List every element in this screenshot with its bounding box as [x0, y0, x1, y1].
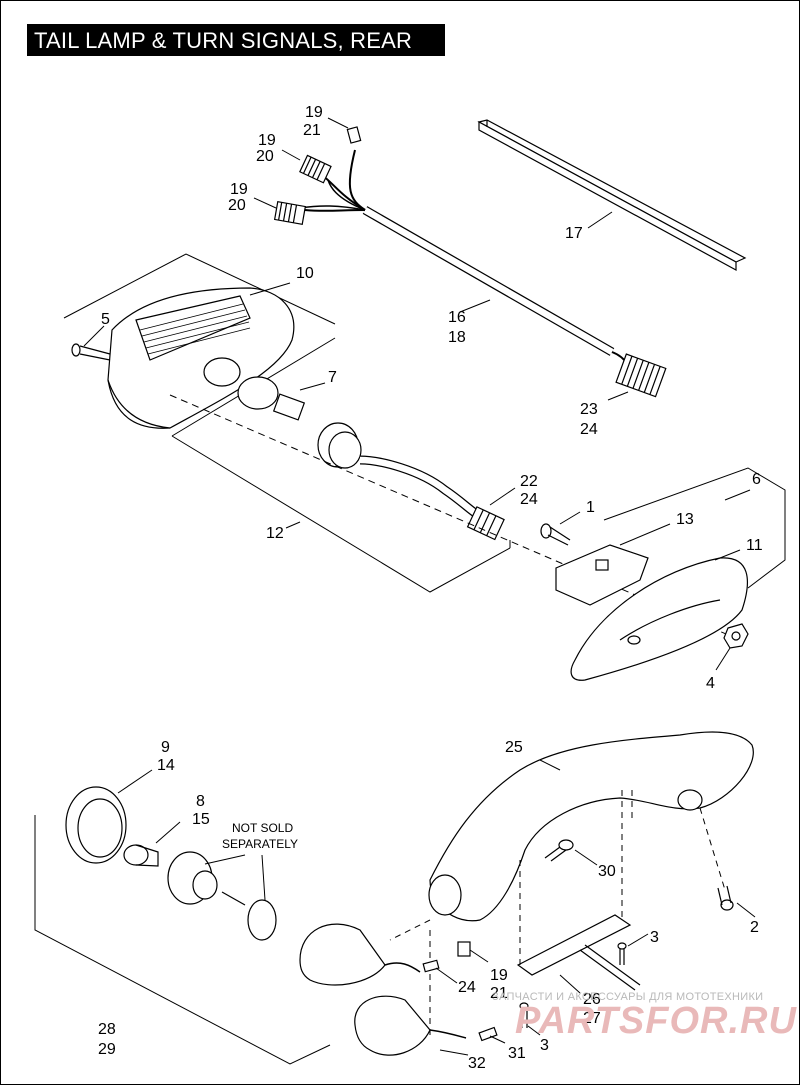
watermark-tagline: ЗАПЧАСТИ И АКСЕССУАРЫ ДЛЯ МОТОТЕХНИКИ	[492, 991, 764, 1003]
callout: 18	[448, 329, 466, 346]
callout: 3	[650, 929, 659, 946]
bolt-30	[544, 839, 574, 862]
callout: 24	[520, 491, 538, 508]
callout: 2	[750, 919, 759, 936]
screw-5	[71, 343, 111, 361]
callout: 24	[458, 979, 476, 996]
tail-lamp-bulb-socket	[237, 376, 306, 421]
nut-4	[723, 623, 749, 649]
license-lamp-bracket	[603, 467, 786, 589]
callout: 11	[746, 537, 763, 554]
turn-signal-group-bracket	[34, 815, 331, 1065]
turn-signal-bulb	[123, 844, 159, 867]
bezel-ring	[65, 786, 127, 864]
lamp-lens-11	[570, 557, 748, 681]
alignment-lines-bar	[389, 790, 726, 1040]
callout: 19	[490, 967, 508, 984]
callout: 21	[303, 122, 321, 139]
callout: 13	[676, 511, 694, 528]
callout: 3	[540, 1037, 549, 1054]
connector-19-21	[457, 941, 471, 957]
leader-lines	[83, 117, 756, 1056]
callout: 19	[230, 181, 248, 198]
callout: 8	[196, 793, 205, 810]
callout: 24	[580, 421, 598, 438]
callout: 4	[706, 675, 715, 692]
note-line-2: SEPARATELY	[222, 837, 298, 851]
callout: 12	[266, 525, 284, 542]
screw-2	[717, 885, 734, 911]
turn-signal-socket	[167, 851, 277, 941]
lamp-module-13	[555, 544, 649, 606]
callout: 28	[98, 1021, 116, 1038]
screw-1	[540, 523, 571, 546]
callout: 26	[583, 991, 601, 1008]
callout: 20	[228, 197, 246, 214]
callout: 15	[192, 811, 210, 828]
callout: 9	[161, 739, 170, 756]
callout: 23	[580, 401, 598, 418]
page-title: TAIL LAMP & TURN SIGNALS, REAR	[34, 28, 413, 53]
callout: 16	[448, 309, 466, 326]
callout: 6	[752, 471, 761, 488]
callout: 19	[258, 132, 276, 149]
main-wiring-harness	[273, 126, 667, 398]
callout: 10	[296, 265, 314, 282]
tail-lamp-socket-harness	[317, 422, 505, 541]
connector-24	[422, 959, 440, 973]
screw-3-upper	[617, 942, 627, 965]
callout: 31	[508, 1045, 526, 1062]
callout: 17	[565, 225, 583, 242]
callout: 32	[468, 1055, 486, 1072]
callout: 30	[598, 863, 616, 880]
not-sold-separately-note: NOT SOLD SEPARATELY	[222, 821, 298, 851]
turn-signal-housing-lower	[354, 995, 467, 1056]
tail-lamp-housing	[107, 287, 295, 429]
callout: 21	[490, 985, 508, 1002]
callout-labels: 19 21 19 20 19 20 17 10 5 16 18 7 23 24 …	[98, 104, 763, 1072]
light-bar-strip	[477, 119, 747, 272]
connector-31	[478, 1026, 498, 1042]
watermark-logo: PARTSFOR.RU	[515, 1000, 797, 1042]
callout: 7	[328, 369, 337, 386]
callout: 25	[505, 739, 523, 756]
turn-signal-housing-upper	[299, 923, 421, 986]
turn-signal-mount-bar	[428, 731, 754, 922]
screw-3-lower	[519, 1002, 529, 1028]
wiring-bracket-26	[516, 914, 641, 991]
note-line-1: NOT SOLD	[232, 821, 293, 835]
callout: 22	[520, 473, 538, 490]
callout: 19	[305, 104, 323, 121]
callout: 1	[586, 499, 595, 516]
callout: 14	[157, 757, 175, 774]
title-bar: TAIL LAMP & TURN SIGNALS, REAR	[27, 24, 445, 56]
callout: 29	[98, 1041, 116, 1058]
callout: 20	[256, 148, 274, 165]
callout: 5	[101, 311, 110, 328]
callout: 27	[583, 1010, 601, 1027]
